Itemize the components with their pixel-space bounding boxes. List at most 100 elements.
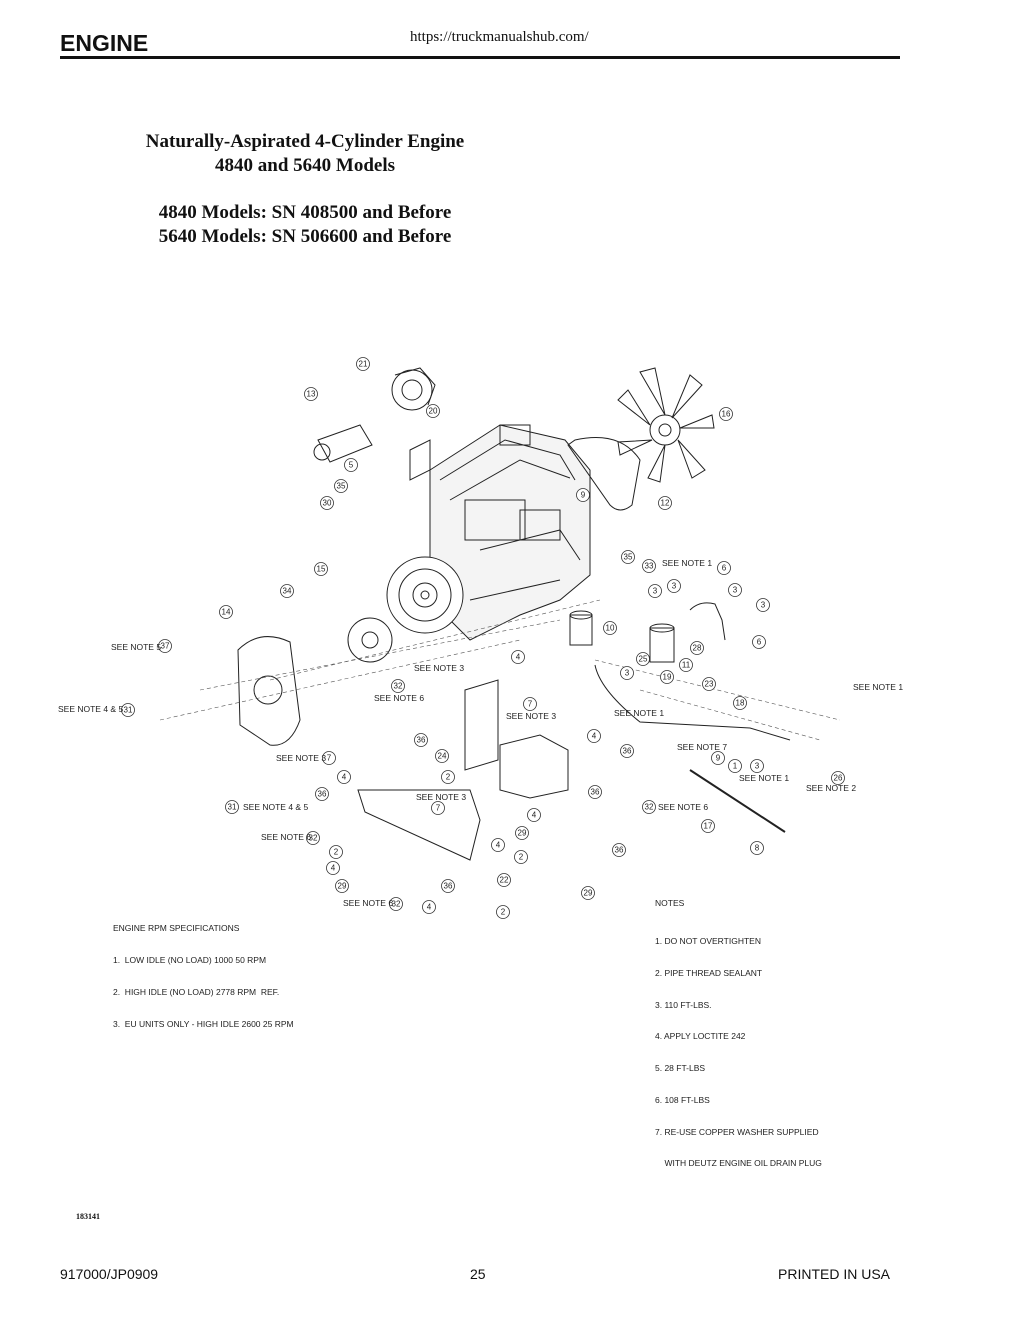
alternator-drawing — [391, 367, 436, 411]
note-5: 5. 28 FT-LBS — [655, 1063, 706, 1074]
part-callout: 3 — [620, 666, 634, 680]
part-callout: 5 — [344, 458, 358, 472]
see-note-label: SEE NOTE 2 — [806, 783, 856, 793]
note-6: 6. 108 FT-LBS — [655, 1094, 710, 1105]
part-callout: 22 — [497, 873, 511, 887]
part-callout: 36 — [315, 787, 329, 801]
part-callout: 35 — [621, 550, 635, 564]
part-callout: 28 — [690, 641, 704, 655]
part-callout: 2 — [329, 845, 343, 859]
title-line-3: 4840 Models: SN 408500 and Before — [158, 202, 452, 223]
part-callout-number: 35 — [624, 553, 633, 562]
see-note-label: SEE NOTE 6 — [261, 832, 311, 842]
part-callout: 20 — [426, 404, 440, 418]
part-callout-number: 36 — [615, 846, 624, 855]
part-callout: 25 — [636, 652, 650, 666]
part-callout: 8 — [750, 841, 764, 855]
part-callout-number: 4 — [592, 732, 597, 741]
part-callout-number: 15 — [317, 565, 326, 574]
part-callout-number: 12 — [661, 499, 670, 508]
part-callout: 24 — [435, 749, 449, 763]
section-title: ENGINE — [60, 30, 149, 56]
see-note-label: SEE NOTE 5 — [111, 642, 161, 652]
return-line-drawing — [594, 664, 791, 741]
see-note-label: SEE NOTE 6 — [374, 693, 424, 703]
part-callout: 6 — [752, 635, 766, 649]
part-callout-number: 18 — [736, 699, 745, 708]
part-callout: 29 — [335, 879, 349, 893]
note-3: 3. 110 FT-LBS. — [655, 999, 712, 1010]
see-note-label: SEE NOTE 6 — [343, 898, 393, 908]
part-callout-number: 36 — [417, 736, 426, 745]
part-callout: 31 — [225, 800, 239, 814]
part-callout: 37 — [158, 639, 172, 653]
part-callout-number: 36 — [444, 882, 453, 891]
part-callout: 15 — [314, 562, 328, 576]
part-callout: 31 — [121, 703, 135, 717]
part-callout-number: 28 — [693, 644, 702, 653]
part-callout-number: 3 — [625, 669, 630, 678]
part-callout-number: 30 — [323, 499, 332, 508]
part-callout: 32 — [642, 800, 656, 814]
part-callout: 4 — [587, 729, 601, 743]
part-callout-number: 13 — [307, 390, 316, 399]
flywheel-housing-drawing — [237, 636, 301, 746]
coolant-hose-drawing — [689, 602, 726, 641]
part-callout-number: 4 — [496, 841, 501, 850]
part-callout: 32 — [389, 897, 403, 911]
part-callout-number: 25 — [639, 655, 648, 664]
oil-filter-drawing — [569, 610, 593, 646]
part-callout: 32 — [306, 831, 320, 845]
part-callout: 29 — [581, 886, 595, 900]
see-note-label: SEE NOTE 1 — [853, 682, 903, 692]
part-callout-number: 14 — [222, 608, 231, 617]
part-callout: 35 — [334, 479, 348, 493]
title-line-1: Naturally-Aspirated 4-Cylinder Engine — [145, 131, 465, 152]
part-callout-number: 33 — [645, 562, 654, 571]
notes-heading: NOTES — [655, 898, 685, 909]
fuel-filter-drawing — [649, 623, 675, 663]
part-callout: 36 — [588, 785, 602, 799]
part-callout-number: 32 — [309, 834, 318, 843]
part-callout-number: 35 — [337, 482, 346, 491]
part-callout-number: 4 — [331, 864, 336, 873]
part-callout: 13 — [304, 387, 318, 401]
part-callout-number: 8 — [755, 844, 760, 853]
part-callout-number: 2 — [446, 773, 451, 782]
part-callout: 36 — [414, 733, 428, 747]
part-callout: 14 — [219, 605, 233, 619]
note-2: 2. PIPE THREAD SEALANT — [655, 967, 763, 978]
title-line-4: 5640 Models: SN 506600 and Before — [158, 226, 452, 247]
part-callout-number: 29 — [338, 882, 347, 891]
part-callout: 36 — [612, 843, 626, 857]
note-1: 1. DO NOT OVERTIGHTEN — [655, 935, 761, 946]
part-callout-number: 34 — [283, 587, 292, 596]
part-callout-number: 7 — [528, 700, 533, 709]
part-callout-number: 29 — [584, 889, 593, 898]
note-7-cont: WITH DEUTZ ENGINE OIL DRAIN PLUG — [655, 1158, 822, 1169]
part-callout: 3 — [728, 583, 742, 597]
see-note-label: SEE NOTE 4 & 5 — [58, 704, 123, 714]
part-callout: 32 — [391, 679, 405, 693]
part-callout: 19 — [660, 670, 674, 684]
part-callout: 3 — [648, 584, 662, 598]
starter-drawing — [313, 424, 373, 463]
dipstick-drawing — [689, 769, 786, 833]
part-callout: 36 — [441, 879, 455, 893]
part-callout: 4 — [511, 650, 525, 664]
part-callout: 11 — [679, 658, 693, 672]
part-callout: 10 — [603, 621, 617, 635]
part-callout-number: 36 — [591, 788, 600, 797]
source-url[interactable]: https://truckmanualshub.com/ — [410, 29, 589, 45]
note-7: 7. RE-USE COPPER WASHER SUPPLIED — [655, 1126, 819, 1137]
part-callout-number: 2 — [519, 853, 524, 862]
title-line-2: 4840 and 5640 Models — [215, 155, 395, 176]
part-callout-number: 29 — [518, 829, 527, 838]
part-callout-number: 3 — [653, 587, 658, 596]
part-callout: 4 — [326, 861, 340, 875]
part-callout-number: 37 — [161, 642, 170, 651]
part-callout-number: 16 — [722, 410, 731, 419]
rpm-specs-block: ENGINE RPM SPECIFICATIONS 1. LOW IDLE (N… — [113, 902, 294, 1040]
part-callout: 21 — [356, 357, 370, 371]
part-callout-number: 22 — [500, 876, 509, 885]
